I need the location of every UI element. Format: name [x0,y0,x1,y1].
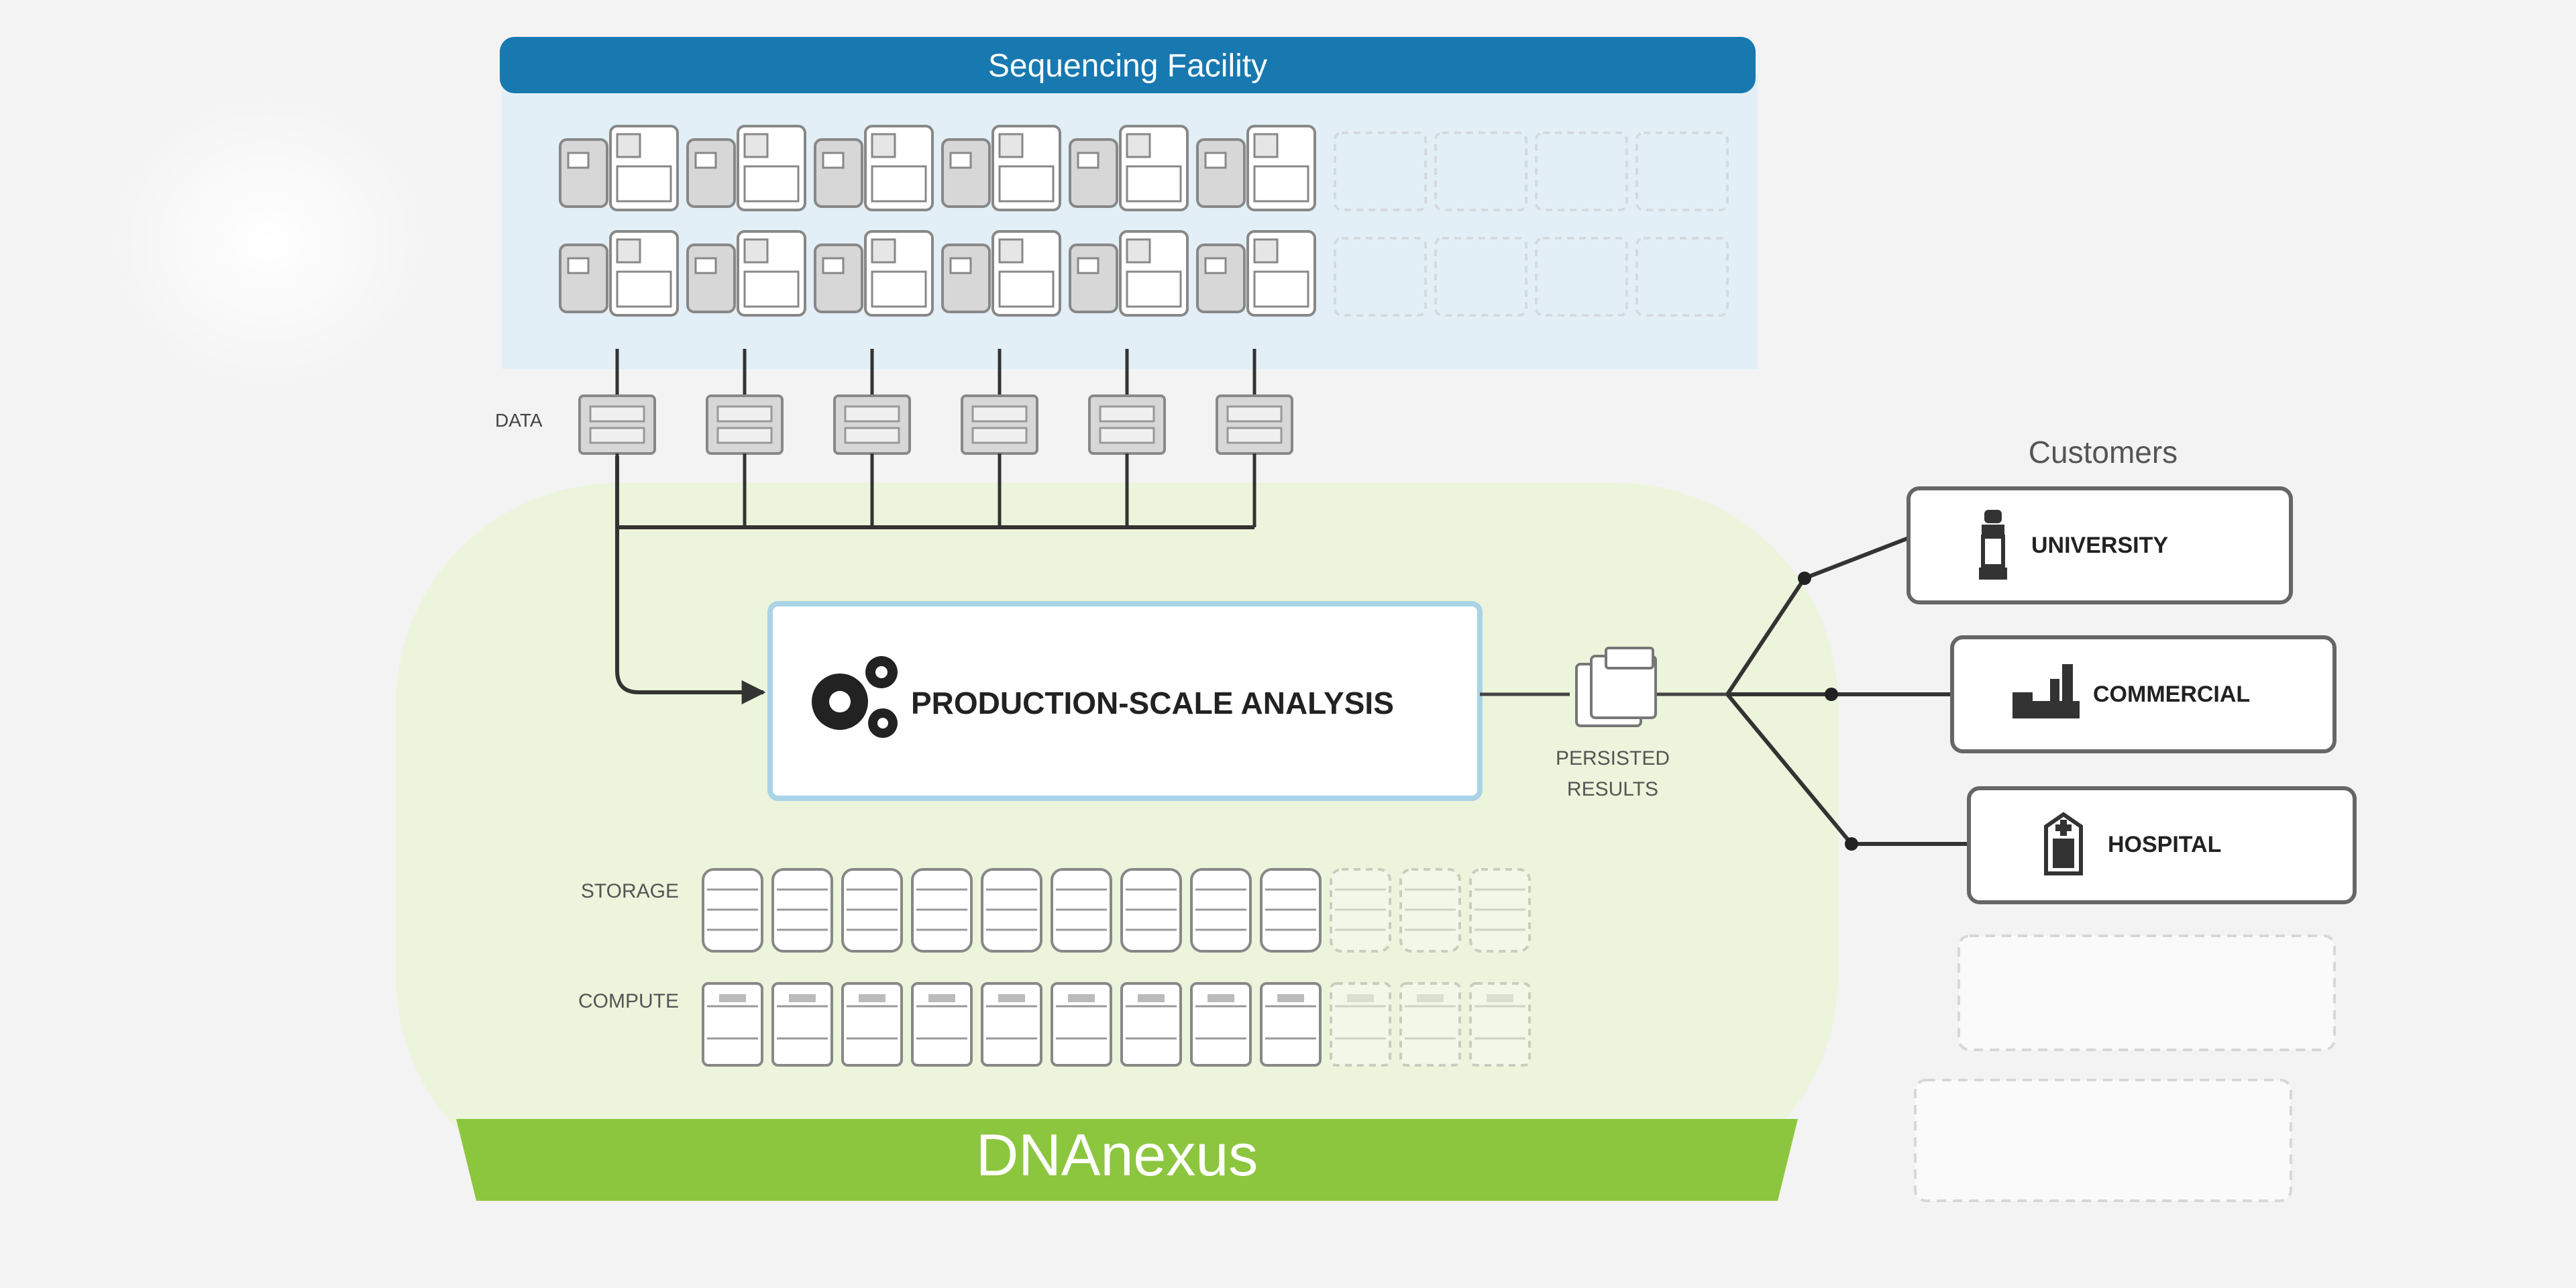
gears-icon [812,656,898,738]
platform-name: DNAnexus [976,1122,1258,1188]
compute-unit-icon [1120,982,1182,1067]
compute-unit-icon [771,982,833,1067]
sequencer-icon [686,125,806,211]
results-label-line2: RESULTS [1567,778,1658,800]
customer-placeholder [1957,934,2336,1051]
storage-unit-icon [911,868,973,953]
storage-label: STORAGE [581,880,679,902]
persisted-results: PERSISTED RESULTS [1480,647,1727,800]
sequencer-slot [1334,237,1427,317]
compute-unit-icon [1330,982,1391,1067]
customer-label: COMMERCIAL [2093,682,2250,707]
compute-unit-icon [841,982,903,1067]
storage-unit-icon [1469,868,1531,953]
platform-region: DNAnexus [396,483,1838,1201]
background-glow [94,80,443,402]
sequencer-grid [559,125,1729,317]
customers-title: Customers [2029,435,2178,470]
storage-unit-icon [1051,868,1112,953]
data-drive-icon [1216,349,1293,527]
compute-label: COMPUTE [578,990,679,1012]
data-pipeline: DATA [495,349,1293,704]
facility-background [502,74,1758,369]
analysis-label: PRODUCTION-SCALE ANALYSIS [911,686,1394,720]
sequencer-slot [1535,237,1628,317]
sequencer-slot [1635,131,1729,211]
data-drive-icon [706,349,784,527]
sequencer-icon [941,125,1061,211]
factory-icon [2012,664,2080,718]
storage-unit-icon [1120,868,1182,953]
customer-box [1950,635,2337,753]
compute-unit-icon [1260,982,1322,1067]
customer-label: HOSPITAL [2108,832,2221,857]
sequencer-slot [1635,237,1729,317]
customer-commercial: COMMERCIAL [1950,635,2337,753]
customers-section: Customers UNIVERSITY [1725,435,2357,1202]
customer-placeholder [1914,1079,2292,1202]
compute-unit-icon [981,982,1042,1067]
sequencing-facility: Sequencing Facility [500,37,1758,369]
sequencer-slot [1434,237,1527,317]
storage-unit-icon [702,868,763,953]
sequencer-slot [1334,131,1427,211]
storage-unit-icon [771,868,833,953]
facility-header [500,37,1756,93]
compute-unit-icon [911,982,973,1067]
analysis-box-frame [767,601,1483,801]
sequencer-icon [559,230,679,317]
customer-hospital: HOSPITAL [1967,786,2357,904]
branch-dot [1845,837,1858,851]
results-label-line1: PERSISTED [1556,747,1670,769]
storage-unit-icon [1260,868,1322,953]
storage-unit-icon [841,868,903,953]
sequencer-slot [1535,131,1628,211]
data-drive-icon [833,349,911,527]
university-icon [1979,510,2007,580]
compute-unit-icon [1469,982,1531,1067]
storage-unit-icon [1190,868,1252,953]
platform-background [396,483,1838,1197]
sequencer-icon [1196,125,1316,211]
customer-label: UNIVERSITY [2031,533,2168,558]
data-label: DATA [495,410,543,431]
storage-unit-icon [1330,868,1391,953]
data-merge-line [615,456,766,704]
branch-dot [1798,572,1811,585]
data-drive-icon [961,349,1038,527]
customer-university: UNIVERSITY [1907,486,2293,604]
sequencer-icon [941,230,1061,317]
compute-unit-icon [1051,982,1112,1067]
infrastructure: STORAGE COMPUTE [578,868,1531,1067]
data-drive-icon [1088,349,1166,527]
sequencer-slot [1434,131,1527,211]
results-folder-icon [1575,647,1657,727]
compute-unit-icon [1399,982,1461,1067]
branch-dot [1825,688,1838,701]
compute-unit-icon [1190,982,1252,1067]
hospital-icon [2044,812,2083,875]
compute-unit-icon [702,982,763,1067]
sequencer-icon [814,125,934,211]
sequencer-icon [1069,125,1189,211]
sequencer-icon [814,230,934,317]
sequencer-icon [1196,230,1316,317]
platform-banner [456,1119,1798,1201]
storage-unit-icon [1399,868,1461,953]
analysis-box: PRODUCTION-SCALE ANALYSIS [767,601,1483,801]
sequencer-icon [686,230,806,317]
facility-title: Sequencing Facility [988,48,1267,84]
sequencer-icon [1069,230,1189,317]
sequencer-icon [559,125,679,211]
storage-unit-icon [981,868,1042,953]
